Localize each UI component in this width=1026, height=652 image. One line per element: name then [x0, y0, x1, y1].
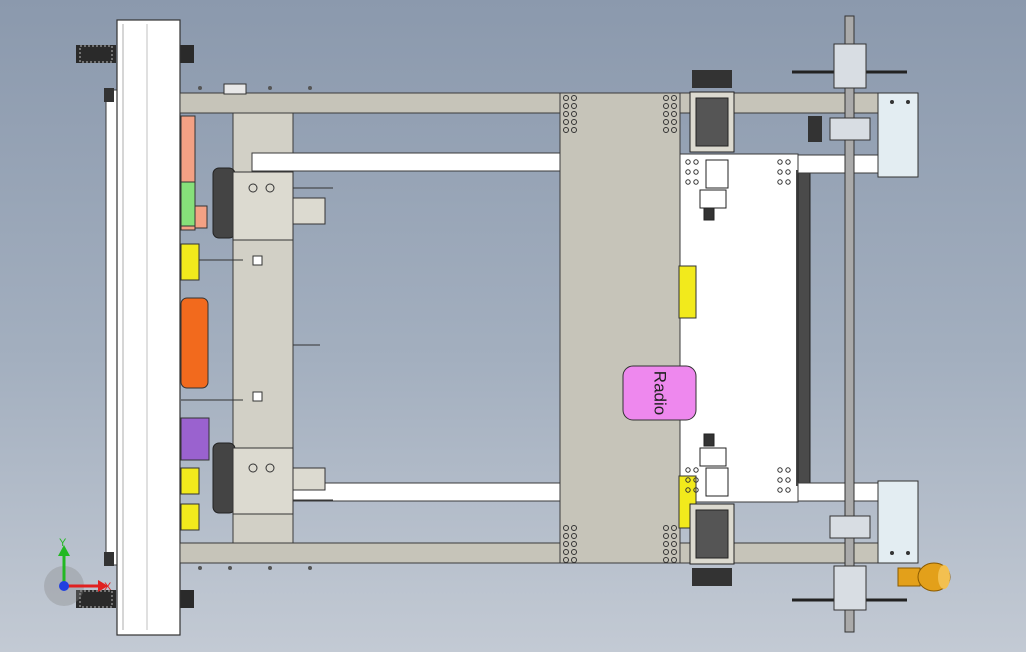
front-bumper — [116, 19, 181, 636]
right-bracket-bottom — [877, 480, 919, 564]
connector-top — [699, 159, 729, 221]
drive-motor-top — [689, 70, 735, 153]
gold-cylinder — [897, 562, 951, 592]
orange-module — [180, 297, 209, 389]
right-upper-bar — [797, 154, 881, 174]
left-wheel-bottom — [76, 590, 194, 608]
bolt-pattern — [563, 95, 677, 563]
radio-module — [622, 365, 697, 421]
panel-bolt-grid — [685, 159, 791, 493]
top-frame-rail — [179, 92, 881, 114]
upper-cross-bar — [251, 152, 561, 172]
purple-module — [180, 417, 210, 461]
bottom-frame-rail — [179, 542, 881, 564]
green-module — [180, 181, 196, 227]
center-cross-plate — [559, 92, 681, 564]
axle-hub-bottom — [792, 515, 907, 611]
electronics-panel — [679, 153, 799, 503]
axis-triad: Y X — [44, 537, 112, 606]
yellow-tab-1 — [678, 265, 697, 319]
left-wheel-top — [76, 45, 194, 63]
gearbox-bottom — [212, 391, 333, 515]
connector-bottom — [699, 433, 729, 497]
axis-y-label: Y — [59, 537, 67, 549]
yellow-module-3 — [180, 503, 200, 531]
axle-hub-top — [792, 43, 907, 142]
yellow-module-2 — [180, 467, 200, 495]
rear-axle — [844, 15, 855, 633]
right-lower-bar — [797, 482, 881, 502]
right-bracket-top — [877, 92, 919, 178]
radio-label: Radio — [651, 371, 670, 415]
axis-x-label: X — [104, 581, 112, 593]
left-side-rail — [104, 88, 119, 566]
yellow-module-1 — [180, 243, 200, 281]
gearbox-top — [212, 167, 333, 266]
drive-motor-bottom — [689, 503, 735, 586]
